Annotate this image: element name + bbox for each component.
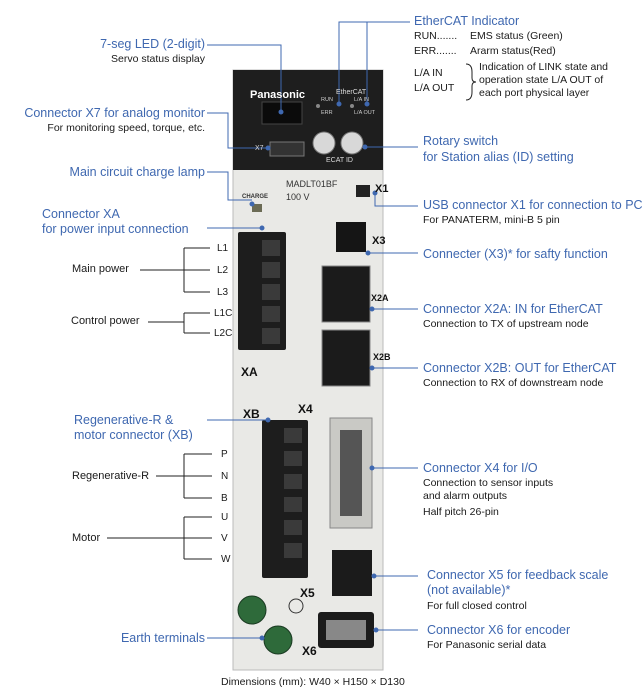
pin-n: N [221, 471, 229, 482]
callout-x5-desc: For full closed control [427, 600, 527, 612]
ethercat-la-in: L/A IN [414, 67, 443, 79]
ethercat-run-key: RUN....... [414, 30, 458, 42]
callout-x6-title: Connector X6 for encoder [427, 623, 571, 637]
callout-x4-desc2: and alarm outputs [423, 490, 508, 502]
group-main-power: Main power [72, 263, 129, 275]
callout-x5-title2: (not available)* [427, 583, 511, 597]
callout-charge-title: Main circuit charge lamp [69, 165, 205, 179]
ecat-id-label: ECAT ID [326, 157, 353, 164]
x1-usb-connector[interactable] [356, 185, 370, 197]
charge-lamp [252, 204, 262, 212]
pin-l1c: L1C [214, 308, 233, 319]
callout-7seg-desc: Servo status display [111, 53, 205, 65]
x6-inner [326, 620, 366, 640]
callout-7seg-title: 7-seg LED (2-digit) [100, 37, 205, 51]
led-label-run: RUN [321, 97, 333, 103]
x2b-label: X2B [373, 352, 391, 362]
x1-label: X1 [375, 183, 389, 195]
callout-x7-desc: For monitoring speed, torque, etc. [47, 122, 205, 134]
x3-connector[interactable] [336, 222, 366, 252]
ethercat-run-val: EMS status (Green) [470, 30, 563, 42]
led-label-laout: L/A OUT [354, 110, 376, 116]
group-brackets [107, 63, 477, 560]
group-regen-r: Regenerative-R [72, 470, 150, 482]
callout-x4-title: Connector X4 for I/O [423, 461, 538, 475]
x4-label: X4 [298, 402, 313, 416]
led-run [316, 104, 320, 108]
ethercat-la-desc2: operation state L/A OUT of [479, 74, 604, 86]
pin-l3: L3 [217, 287, 229, 298]
callout-x3-title: Connecter (X3)* for safty function [423, 247, 608, 261]
x4-pins [340, 430, 362, 516]
group-motor: Motor [72, 532, 101, 544]
callout-rotary-title1: Rotary switch [423, 134, 499, 148]
rotary-switch-high[interactable] [312, 131, 336, 155]
led-label-err: ERR [321, 110, 333, 116]
pin-v: V [221, 533, 228, 544]
x2b-connector[interactable] [321, 329, 371, 387]
ethercat-err-val: Ararm status(Red) [470, 45, 556, 57]
callout-xa-title1: Connector XA [42, 207, 120, 221]
pin-l2c: L2C [214, 328, 233, 339]
callout-regen-title1: Regenerative-R & [74, 413, 174, 427]
callout-usb-title: USB connector X1 for connection to PC [423, 198, 643, 212]
x2a-label: X2A [371, 293, 389, 303]
led-la [350, 104, 354, 108]
ethercat-la-out: L/A OUT [414, 82, 455, 94]
callout-x4-desc1: Connection to sensor inputs [423, 477, 554, 489]
earth-screw-1[interactable] [237, 595, 267, 625]
brand-logo: Panasonic [250, 89, 306, 101]
pin-u: U [221, 512, 229, 523]
ground-symbol-icon [288, 598, 304, 614]
led-label-lain: L/A IN [354, 97, 369, 103]
pin-l2: L2 [217, 265, 229, 276]
callout-ethercat-title: EtherCAT Indicator [414, 14, 520, 28]
x2a-connector[interactable] [321, 265, 371, 323]
dimensions-footer: Dimensions (mm): W40 × H150 × D130 [221, 676, 405, 688]
xa-slots [262, 240, 280, 344]
callout-x7-title: Connector X7 for analog monitor [24, 106, 205, 120]
callout-x4-desc3: Half pitch 26-pin [423, 506, 499, 518]
callout-earth-title: Earth terminals [120, 631, 205, 645]
ethercat-err-key: ERR....... [414, 45, 457, 57]
callout-regen-title2: motor connector (XB) [74, 428, 193, 442]
xb-slots [284, 428, 302, 558]
callout-x2b-title: Connector X2B: OUT for EtherCAT [423, 361, 617, 375]
callout-x2b-desc: Connection to RX of downstream node [423, 377, 604, 389]
leader-lines [207, 21, 418, 641]
callout-x6-desc: For Panasonic serial data [427, 639, 547, 651]
callout-x2a-title: Connector X2A: IN for EtherCAT [423, 302, 603, 316]
callout-usb-desc: For PANATERM, mini-B 5 pin [423, 214, 560, 226]
callout-x2a-desc: Connection to TX of upstream node [423, 318, 589, 330]
callout-xa-title2: for power input connection [42, 222, 189, 236]
group-control-power: Control power [71, 315, 140, 327]
ethercat-la-desc1: Indication of LINK state and [479, 61, 608, 73]
charge-label: CHARGE [242, 194, 269, 200]
top-panel [233, 70, 383, 170]
ethercat-la-desc3: each port physical layer [479, 87, 590, 99]
voltage-label: 100 V [286, 192, 310, 202]
earth-screw-2[interactable] [263, 625, 293, 655]
xa-label: XA [241, 365, 258, 379]
x5-connector[interactable] [332, 550, 372, 596]
pin-p: P [221, 449, 228, 460]
x7-label: X7 [255, 145, 264, 152]
pin-l1: L1 [217, 243, 229, 254]
x6-label: X6 [302, 644, 317, 658]
ethercat-logo: EtherCAT [336, 89, 367, 96]
callout-rotary-title2: for Station alias (ID) setting [423, 150, 574, 164]
x7-connector [269, 141, 305, 157]
pin-w: W [221, 554, 231, 565]
callout-x5-title1: Connector X5 for feedback scale [427, 568, 609, 582]
rotary-switch-low[interactable] [340, 131, 364, 155]
pin-b: B [221, 493, 228, 504]
xb-label: XB [243, 407, 260, 421]
x5-label: X5 [300, 586, 315, 600]
model-label: MADLT01BF [286, 179, 338, 189]
x3-label: X3 [372, 235, 386, 247]
